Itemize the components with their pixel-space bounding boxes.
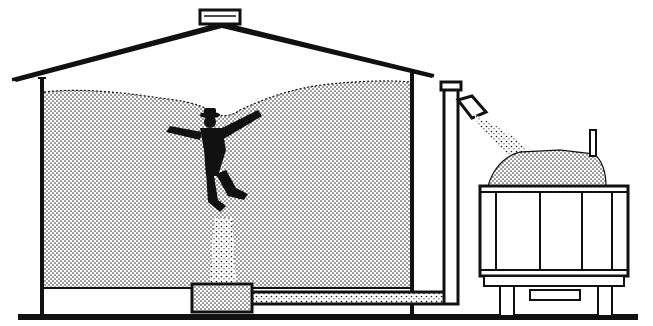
truck-grain-heap xyxy=(487,149,607,187)
unload-auger xyxy=(250,290,459,306)
roof-vent xyxy=(198,8,242,26)
grain-surface xyxy=(43,80,411,117)
grain-truck xyxy=(478,129,630,317)
discharge-spout xyxy=(455,94,489,120)
conical-roof xyxy=(11,22,435,82)
ground xyxy=(18,314,638,320)
trapped-person xyxy=(166,108,262,212)
center-sump xyxy=(190,282,254,314)
vertical-riser xyxy=(439,80,463,306)
grain-bin xyxy=(38,72,414,314)
grain-flow-column xyxy=(210,218,236,284)
